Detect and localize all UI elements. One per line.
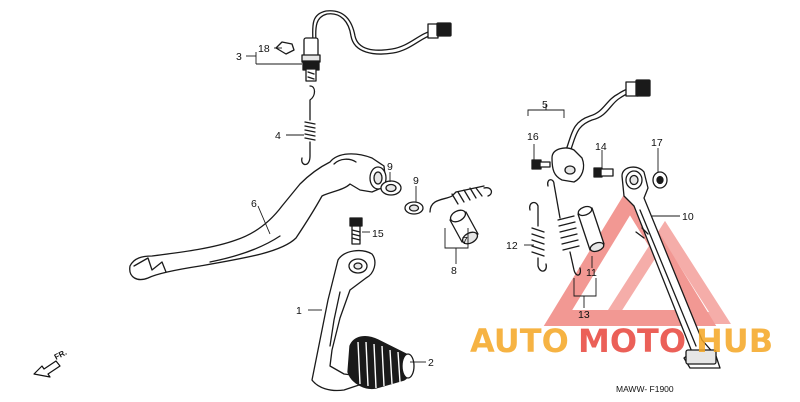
sidestand-switch-part-5	[531, 79, 651, 183]
bolt-part-14	[593, 167, 614, 178]
bolt-part-15	[349, 217, 363, 245]
front-direction-arrow: FR.	[33, 348, 69, 378]
callout-12: 12	[506, 240, 518, 252]
collar-spring-part-7-8	[429, 185, 493, 245]
callout-16: 16	[527, 131, 539, 143]
spring-part-4	[301, 85, 316, 166]
watermark-text: AUTO MOTO HUB	[470, 322, 773, 360]
washer-part-9	[380, 180, 424, 215]
callout-17: 17	[651, 137, 663, 149]
nut-part-17	[652, 171, 668, 189]
callout-13: 13	[578, 309, 590, 321]
direction-label: FR.	[53, 348, 69, 362]
watermark-part1: AUTO	[470, 322, 569, 360]
callout-2: 2	[428, 357, 434, 369]
spring-part-12	[529, 201, 547, 272]
callout-9-lower: 9	[413, 175, 419, 187]
callout-10: 10	[682, 211, 694, 223]
callout-9-upper: 9	[387, 161, 393, 173]
footpeg-rubber-part-2	[347, 335, 415, 390]
switch-sensor-part	[275, 10, 452, 82]
leader-lines	[246, 47, 680, 363]
step-lever-part-1	[311, 249, 376, 392]
callout-5: 5	[542, 99, 548, 111]
callout-6: 6	[251, 198, 257, 210]
watermark-part2: MOTO	[578, 322, 686, 360]
callout-14: 14	[595, 141, 607, 153]
callout-11: 11	[586, 267, 597, 279]
callout-1: 1	[296, 305, 302, 317]
sidestand-part-10	[621, 166, 721, 369]
callout-18: 18	[258, 43, 270, 55]
callout-labels: 3 18 4 6 9 9 15 7 8 1 2 5 16 14 17 10 12…	[236, 43, 694, 369]
callout-15: 15	[372, 228, 384, 240]
spring-part-11-13	[547, 179, 605, 276]
callout-3: 3	[236, 51, 242, 63]
brake-pedal-part-6	[129, 153, 387, 281]
callout-8: 8	[451, 265, 457, 277]
diagram-code: MAWW- F1900	[616, 384, 674, 394]
watermark-part3: HUB	[696, 322, 773, 360]
callout-4: 4	[275, 130, 281, 142]
callout-7: 7	[462, 235, 468, 247]
